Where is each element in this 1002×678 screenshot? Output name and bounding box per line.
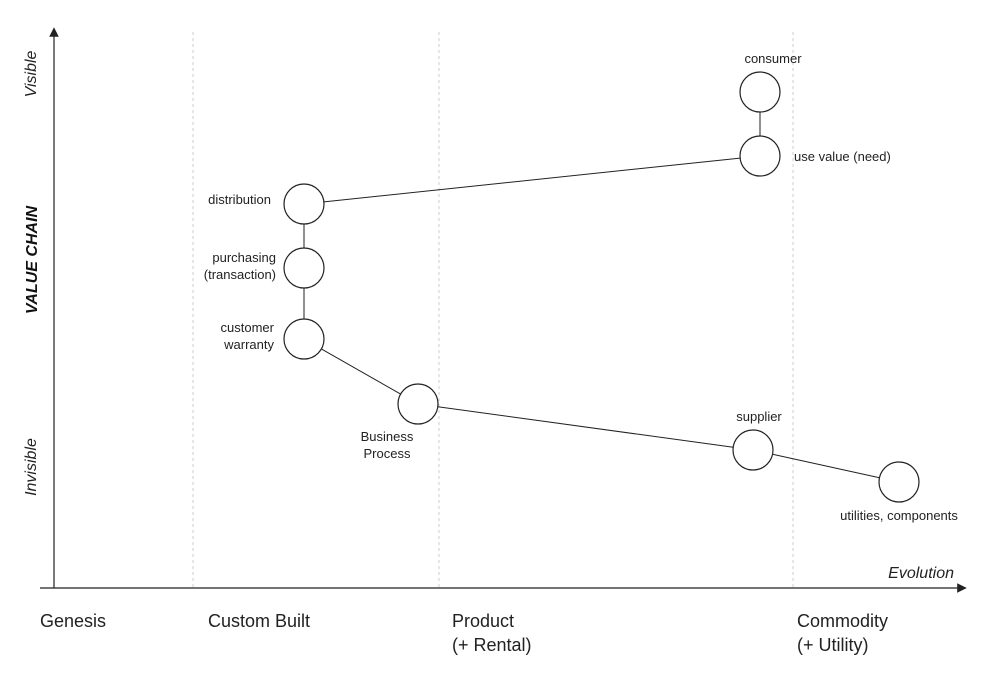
label-purchasing-sub: (transaction) xyxy=(204,267,276,282)
stage-commodity: Commodity xyxy=(797,611,888,631)
link-use_value-distribution xyxy=(323,157,741,203)
axis-invisible-label: Invisible xyxy=(23,438,40,496)
label-use-value: use value (need) xyxy=(794,149,891,164)
label-process: Process xyxy=(364,446,411,461)
stage-commodity-sub: (+ Utility) xyxy=(797,635,869,655)
dependency-links xyxy=(303,112,880,479)
node-use-value xyxy=(739,135,781,177)
node-distribution xyxy=(283,183,325,225)
label-consumer: consumer xyxy=(744,51,802,66)
label-customer: customer xyxy=(221,320,275,335)
axis-visible-label: Visible xyxy=(23,50,40,97)
label-distribution: distribution xyxy=(208,192,271,207)
node-customer-warranty xyxy=(283,318,325,360)
axis-value-chain-title: VALUE CHAIN xyxy=(24,205,41,314)
axis-evolution-label: Evolution xyxy=(888,565,954,582)
label-supplier: supplier xyxy=(736,409,782,424)
label-utilities: utilities, components xyxy=(840,508,958,523)
stage-custom-built: Custom Built xyxy=(208,611,310,631)
stage-genesis: Genesis xyxy=(40,611,106,631)
label-warranty: warranty xyxy=(223,337,274,352)
node-utilities xyxy=(878,461,920,503)
label-business: Business xyxy=(361,429,414,444)
node-supplier xyxy=(732,429,774,471)
node-consumer xyxy=(739,71,781,113)
node-purchasing xyxy=(283,247,325,289)
label-purchasing: purchasing xyxy=(212,250,276,265)
link-customer_warranty-business_process xyxy=(321,348,401,395)
stage-product: Product xyxy=(452,611,514,631)
node-business-process xyxy=(397,383,439,425)
link-business_process-supplier xyxy=(437,406,734,448)
link-supplier-utilities xyxy=(772,453,880,479)
stage-product-sub: (+ Rental) xyxy=(452,635,532,655)
